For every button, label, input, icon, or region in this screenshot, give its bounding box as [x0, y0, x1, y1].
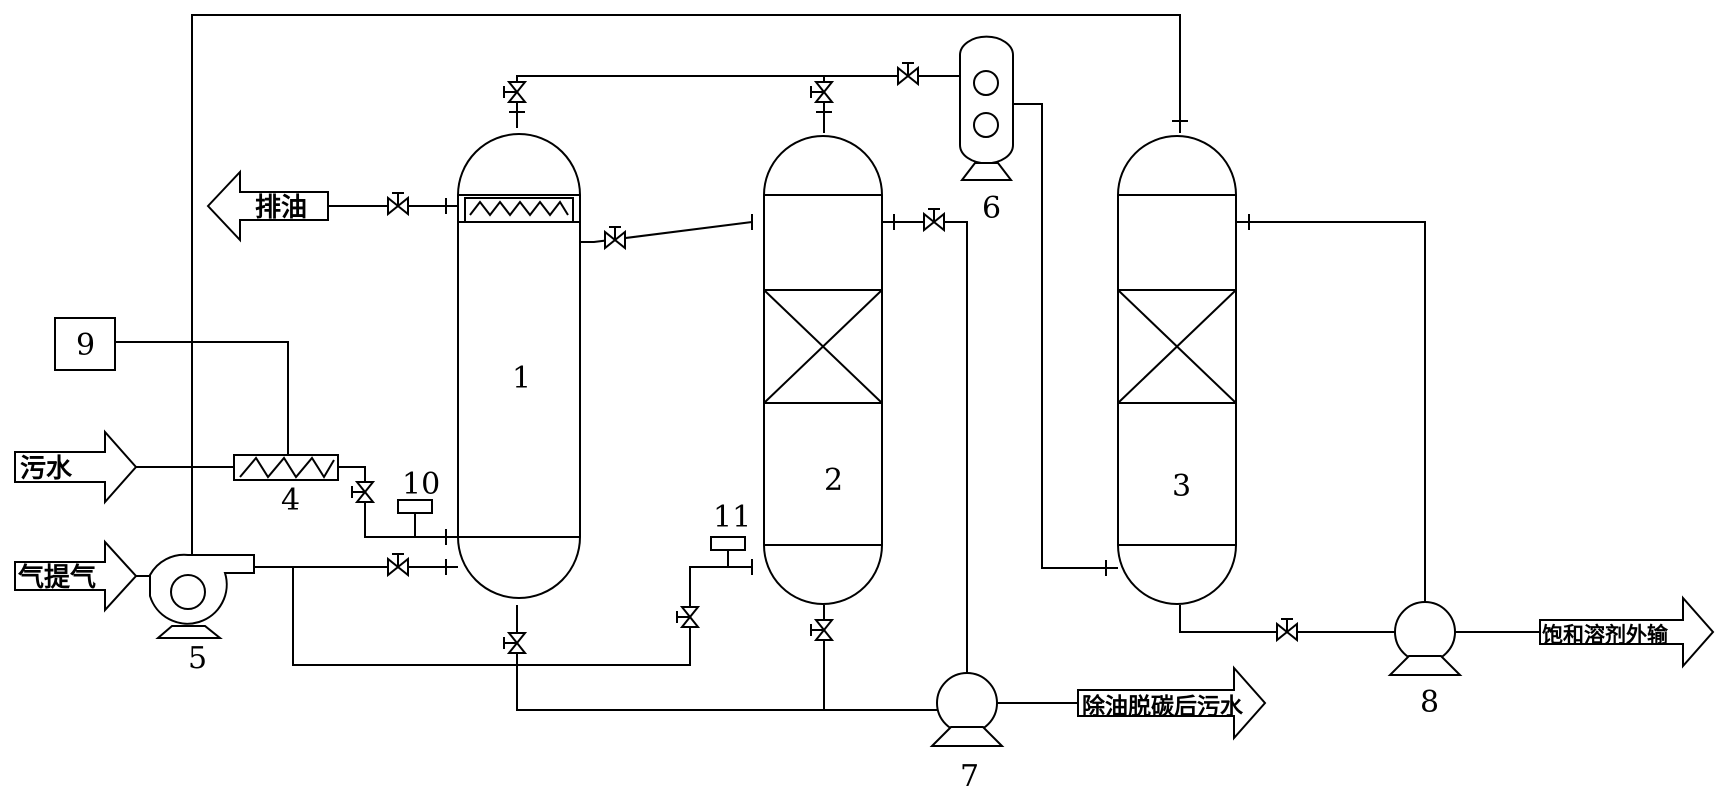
pipe-top-loop [191, 14, 1181, 555]
arrow-stripping-gas [14, 539, 138, 613]
heater-4 [233, 454, 339, 481]
number-5: 5 [188, 641, 207, 676]
number-10: 10 [402, 467, 440, 502]
arrow-discharge-oil [206, 169, 329, 243]
valve-vessel1-to-2 [604, 226, 626, 249]
pipe-vessel1-to-vessel2 [580, 221, 753, 243]
number-1: 1 [512, 361, 531, 396]
valve-vessel2-bottom [810, 619, 833, 641]
label-sewage: 污水 [20, 454, 73, 484]
pipe-controller-9 [115, 341, 289, 455]
pump-8 [1387, 601, 1463, 676]
number-11: 11 [713, 500, 751, 535]
number-6: 6 [982, 191, 1001, 226]
blower-5 [149, 553, 255, 639]
arrow-saturated-solvent [1539, 595, 1715, 669]
valve-tank6-inlet [897, 62, 919, 85]
pipe-top-header [516, 75, 960, 128]
instrument-11 [710, 536, 746, 551]
valve-vessel1-top [503, 81, 526, 103]
valve-vessel1-bottom [503, 632, 526, 654]
number-7: 7 [960, 759, 979, 794]
vessel-3 [1117, 135, 1237, 605]
pipe-tank6-to-vessel3 [1013, 103, 1118, 569]
pipe-vessel3-bottom [1179, 605, 1395, 633]
arrow-treated-water [1077, 665, 1267, 741]
instrument-10 [397, 499, 433, 514]
tank-6 [959, 35, 1014, 181]
pipe-bottom-header [516, 605, 937, 711]
valve-vessel3-bottom [1276, 618, 1298, 641]
vessel-1 [457, 133, 581, 599]
number-2: 2 [824, 463, 843, 498]
valve-vessel2-side [923, 208, 945, 231]
valve-bypass [676, 606, 699, 628]
arrow-sewage [14, 429, 138, 505]
label-treated-water: 除油脱碳后污水 [1082, 693, 1244, 720]
label-stripping-gas: 气提气 [17, 562, 96, 593]
valve-vessel2-top [810, 81, 833, 103]
valve-oil-discharge [387, 192, 409, 215]
pipe-vessel2-side [882, 221, 968, 675]
number-8: 8 [1420, 685, 1439, 720]
vessel-2 [763, 135, 883, 605]
number-4: 4 [281, 483, 300, 518]
valve-stripping-gas [387, 553, 409, 576]
label-discharge-oil: 排油 [255, 193, 307, 223]
pump-7 [929, 672, 1005, 747]
label-saturated-solvent: 饱和溶剂外输 [1542, 623, 1669, 647]
coalescer-element [469, 200, 569, 217]
controller-9 [54, 317, 116, 371]
number-9: 9 [76, 328, 95, 363]
number-3: 3 [1172, 469, 1191, 504]
valve-heater-outlet [351, 481, 374, 503]
pipe-bypass-loop [292, 566, 752, 666]
pipe-vessel3-side [1236, 221, 1426, 612]
